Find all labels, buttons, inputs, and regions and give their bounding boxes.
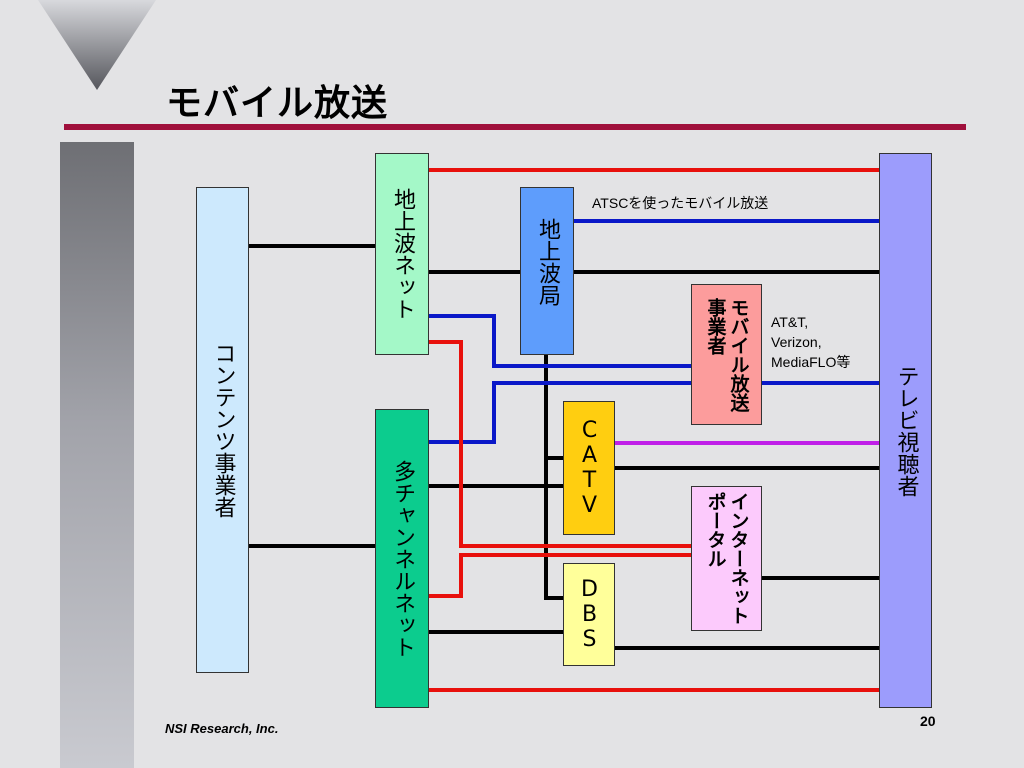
line-multichannel-to-portal [429, 553, 692, 598]
corner-triangle [38, 0, 156, 90]
multichannel-network-label: 多チャンネルネット [390, 459, 415, 658]
internet-portal-box: インターネット ポータル [691, 486, 762, 631]
title-rule [64, 124, 966, 130]
terrestrial-station-label: 地上波局 [535, 218, 560, 306]
sidebar-gradient [60, 142, 134, 768]
catv-box: CATV [563, 401, 615, 535]
footer-company: NSI Research, Inc. [165, 721, 279, 736]
multichannel-network-box: 多チャンネルネット [375, 409, 429, 708]
carriers-note: AT&T, Verizon, MediaFLO等 [771, 312, 850, 372]
atsc-mobile-note: ATSCを使ったモバイル放送 [592, 195, 769, 211]
line-terrestrial-net-to-mobile-operator [429, 314, 692, 368]
mobile-operator-label: モバイル放送 事業者 [704, 297, 750, 412]
dbs-label: DBS [577, 577, 602, 652]
line-station-bus [544, 355, 564, 600]
content-providers-box: コンテンツ事業者 [196, 187, 249, 673]
carriers-line-2: Verizon, [771, 334, 822, 350]
slide-title: モバイル放送 [166, 83, 389, 124]
page-number: 20 [920, 713, 936, 729]
tv-viewers-box: テレビ視聴者 [879, 153, 932, 708]
carriers-line-3: MediaFLO等 [771, 354, 851, 370]
mobile-operator-box: モバイル放送 事業者 [691, 284, 762, 425]
terrestrial-network-label: 地上波ネット [390, 188, 415, 320]
carriers-line-1: AT&T, [771, 314, 809, 330]
line-multichannel-to-mobile-operator [429, 381, 692, 444]
tv-viewers-label: テレビ視聴者 [893, 364, 919, 497]
terrestrial-station-box: 地上波局 [520, 187, 574, 355]
content-providers-label: コンテンツ事業者 [210, 342, 236, 518]
internet-portal-label: インターネット ポータル [704, 492, 750, 625]
dbs-box: DBS [563, 563, 615, 666]
catv-label: CATV [577, 418, 602, 518]
terrestrial-network-box: 地上波ネット [375, 153, 429, 355]
line-terrestrial-net-to-portal [429, 340, 692, 548]
